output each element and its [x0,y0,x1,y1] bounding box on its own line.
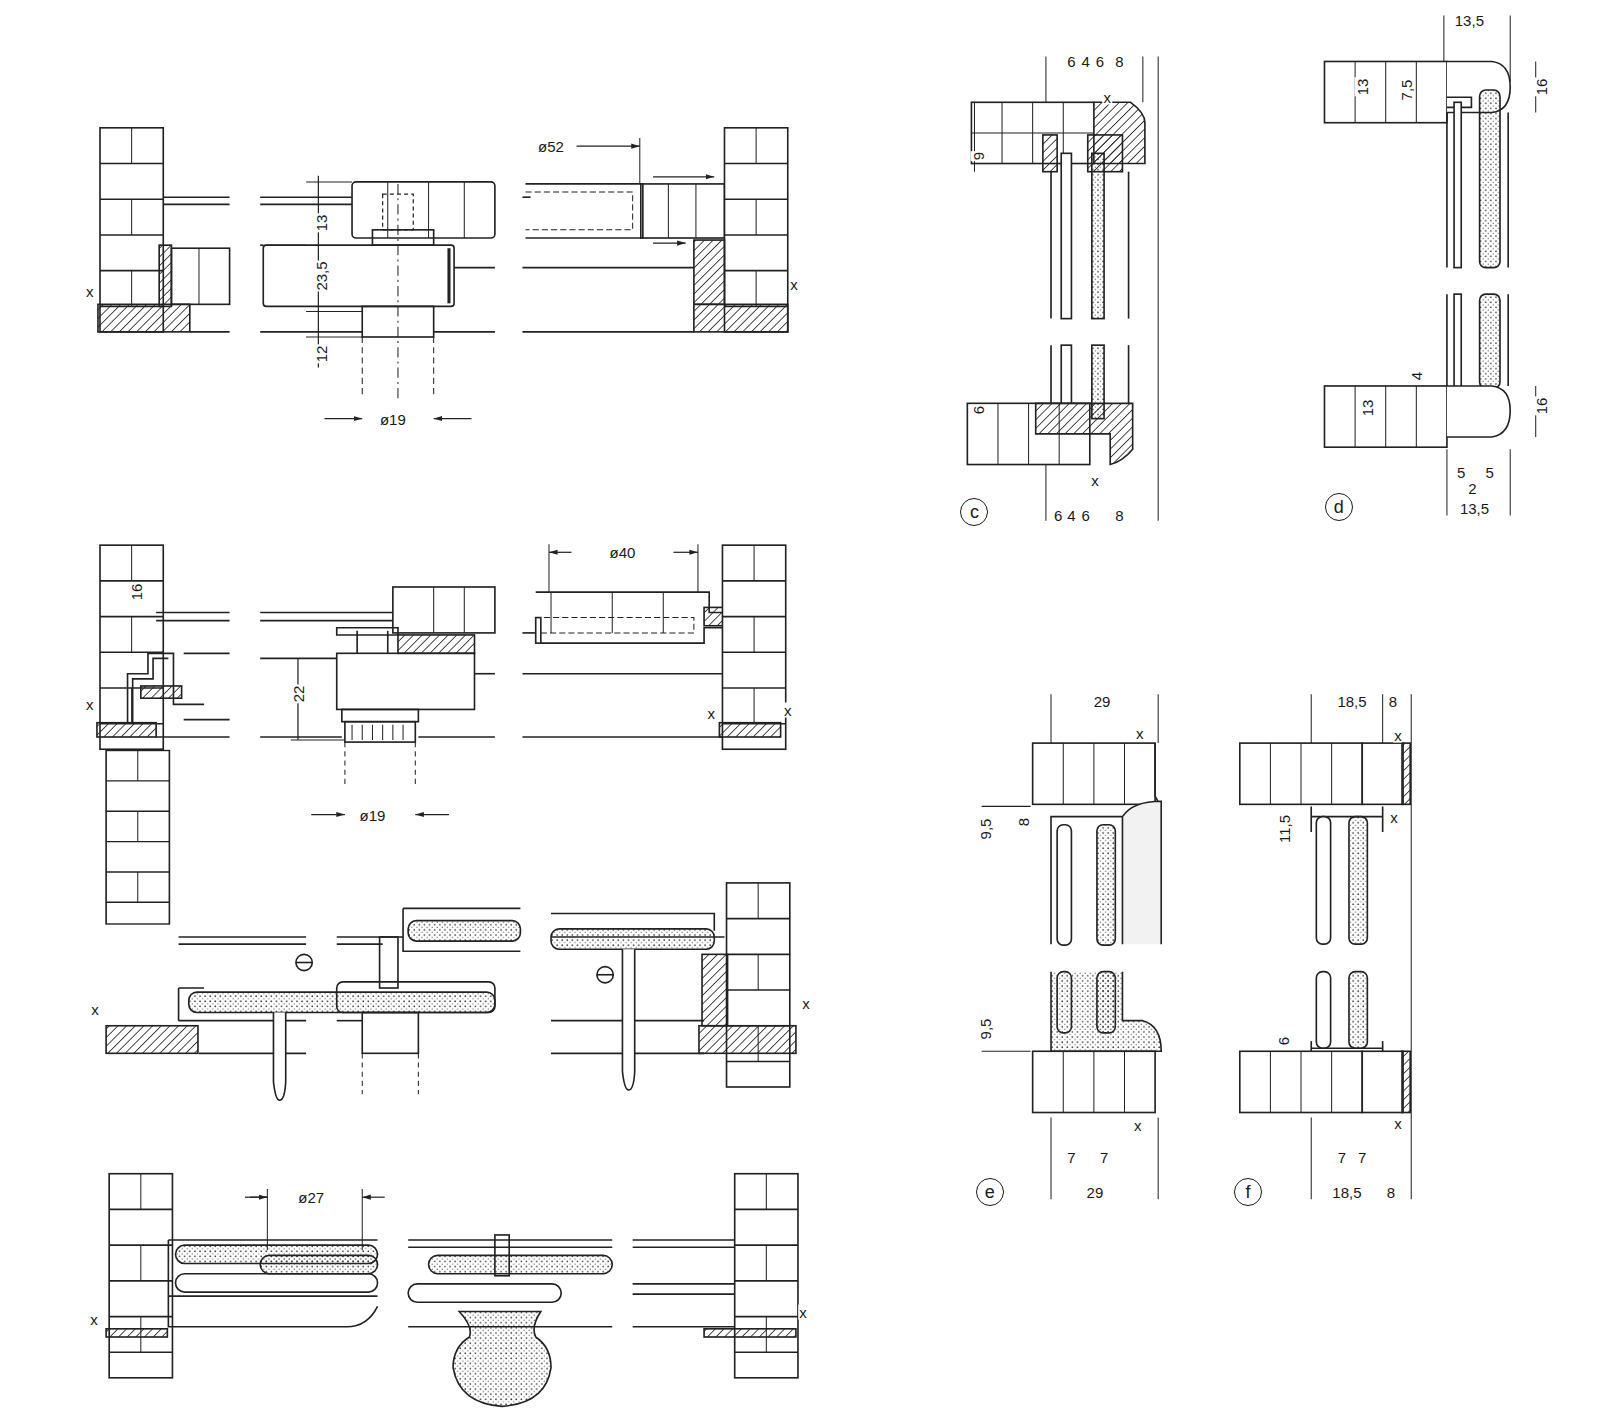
dimension-label: 6 [970,405,985,415]
dimension-label: 13,5 [1459,501,1490,516]
dimension-label: 7 [1357,1149,1367,1164]
dimension-label: 6 [1095,54,1105,69]
dimension-label: x [1135,725,1145,740]
dimension-label: ø40 [609,545,637,560]
dimension-label: x [1133,1117,1143,1132]
dimension-label: x [1393,727,1403,742]
dimension-label: 7 [1066,1149,1076,1164]
dimension-label: ø52 [537,138,565,153]
dimension-label: x [85,283,95,298]
dimension-label: 4 [1409,370,1424,380]
dimension-label: 29 [1093,694,1112,709]
dimension-label: ø19 [379,411,407,426]
detail-letter-circle: e [976,1178,1004,1206]
detail-letter: c [970,503,979,521]
dimension-label: 8 [1388,694,1398,709]
dimension-label: 5 [1485,464,1495,479]
dimension-label: 6 [1081,508,1091,523]
dimension-label: x [1102,89,1112,104]
dimension-label: x [1393,1115,1403,1130]
dimension-label: 29 [1086,1185,1105,1200]
dimension-label: 13 [1355,77,1370,96]
dimension-label: 9 [970,151,985,161]
dimension-label: 8 [1016,817,1031,827]
dimension-label: x [1090,472,1100,487]
dimension-label: 23,5 [314,260,329,291]
dimension-label: 22 [290,685,305,704]
dimension-label: ø19 [359,807,387,822]
dimension-label: x [1389,809,1399,824]
detail-letter: d [1334,498,1344,516]
detail-letter-circle: c [960,498,988,526]
dimension-label: 4 [1066,508,1076,523]
dimension-label: 7 [1337,1149,1347,1164]
dimension-label: 16 [128,583,143,602]
dimension-label: 9,5 [977,1018,992,1041]
dimension-label: x [789,276,799,291]
dimension-label: 6 [1066,54,1076,69]
dimension-label: 7 [1099,1149,1109,1164]
dimension-label: 18,5 [1336,694,1367,709]
dimension-label: 13,5 [1454,13,1485,28]
dimension-label: x [783,703,793,718]
dimension-label: 16 [1533,397,1548,416]
dimension-label: x [798,1304,808,1319]
dimension-label: 4 [1081,54,1091,69]
dimension-label: 6 [1053,508,1063,523]
dimension-label: 12 [314,345,329,364]
detail-letter: f [1245,1183,1250,1201]
dimension-label: 2 [1467,480,1477,495]
dimension-label: x [89,1311,99,1326]
dimension-label: ø27 [297,1190,325,1205]
dimension-label: 8 [1114,54,1124,69]
dimension-label: 16 [1533,77,1548,96]
dimension-label: 11,5 [1276,814,1291,844]
dimension-label: 8 [1386,1185,1396,1200]
dimension-label: x [85,697,95,712]
dimension-label: x [801,996,811,1011]
dimension-label: 6 [1275,1036,1290,1046]
dimension-label: 18,5 [1331,1185,1362,1200]
dimension-label: 7,5 [1399,78,1414,101]
detail-letter: e [985,1183,995,1201]
detail-letter-circle: f [1234,1178,1262,1206]
dimension-label: 13 [1360,399,1375,418]
detail-letter-circle: d [1325,493,1353,521]
dimension-label: 13 [314,213,329,232]
dimension-label: 9,5 [977,817,992,840]
dimension-label: x [706,705,716,720]
dimension-label: 8 [1114,508,1124,523]
dimension-label: 5 [1456,464,1466,479]
dimension-label: x [90,1001,100,1016]
